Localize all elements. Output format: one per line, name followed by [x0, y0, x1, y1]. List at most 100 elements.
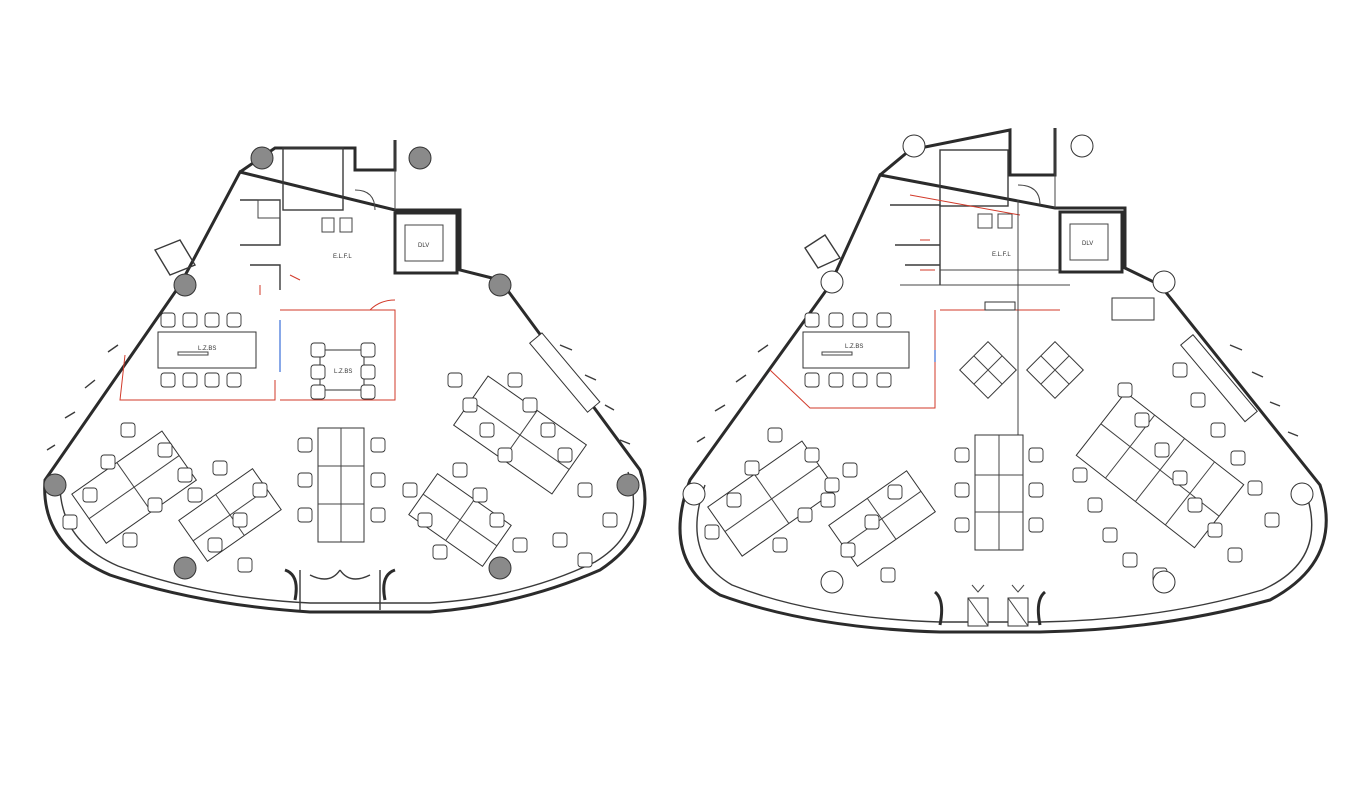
facade-fins-right	[1229, 344, 1299, 437]
chair	[852, 312, 868, 328]
chair	[160, 312, 176, 328]
chair	[864, 514, 880, 530]
table-equipment	[821, 351, 853, 356]
structural-column	[1070, 134, 1094, 158]
chair	[160, 372, 176, 388]
desk-divider	[192, 488, 268, 542]
perimeter-counter	[1180, 334, 1258, 423]
chairs-group	[62, 312, 618, 573]
chair	[100, 454, 116, 470]
chair	[252, 482, 268, 498]
chair	[232, 512, 248, 528]
chair	[744, 460, 760, 476]
chair	[824, 477, 840, 493]
chair	[887, 484, 903, 500]
chair	[360, 384, 376, 400]
chair	[828, 312, 844, 328]
reception-desk	[1111, 297, 1155, 321]
meeting-large-label: L.Z.BS	[198, 346, 216, 352]
restroom-fixture	[997, 213, 1013, 229]
desk-divider	[88, 455, 180, 520]
chair	[842, 462, 858, 478]
chair	[1122, 552, 1138, 568]
structural-column	[43, 473, 67, 497]
chair	[82, 487, 98, 503]
chair	[297, 507, 313, 523]
chair	[577, 482, 593, 498]
structural-column	[1290, 482, 1314, 506]
chair	[497, 447, 513, 463]
chair	[512, 537, 528, 553]
desk-divider	[724, 465, 820, 532]
chair	[1172, 470, 1188, 486]
chair	[310, 342, 326, 358]
chair	[204, 372, 220, 388]
restroom-fixture	[321, 217, 335, 233]
chair	[1028, 482, 1044, 498]
chair	[370, 437, 386, 453]
entrance-unit-detail	[967, 584, 1029, 627]
structural-column	[902, 134, 926, 158]
structural-column	[1152, 570, 1176, 594]
chair	[876, 372, 892, 388]
chair	[472, 487, 488, 503]
core-room	[282, 147, 344, 211]
chair	[432, 544, 448, 560]
chair	[804, 312, 820, 328]
outer-wall-inner-line	[59, 471, 635, 604]
restroom-fixture	[339, 217, 353, 233]
chair	[452, 462, 468, 478]
perimeter-counter	[528, 332, 601, 413]
meeting-table-small	[319, 349, 365, 391]
desk-divider	[422, 493, 498, 547]
desk-divider	[318, 428, 364, 542]
chairs-group	[704, 312, 1280, 583]
chair	[577, 552, 593, 568]
chair	[1264, 512, 1280, 528]
chair	[226, 312, 242, 328]
chair	[360, 342, 376, 358]
chair	[1190, 392, 1206, 408]
chair	[804, 447, 820, 463]
lift-car	[404, 224, 444, 262]
lobby-label: E.L.F.L	[333, 254, 352, 260]
chair	[1154, 442, 1170, 458]
chair	[704, 524, 720, 540]
floor-plan-existing: DLV E.L.F.L L.Z.BS L.Z.BS	[43, 140, 647, 614]
restroom-fixture	[257, 199, 281, 219]
lounge-table-divider	[1040, 355, 1070, 385]
lift-shaft	[1058, 210, 1124, 274]
chair	[880, 567, 896, 583]
chair	[297, 472, 313, 488]
chair	[954, 517, 970, 533]
structural-column	[820, 270, 844, 294]
structural-column	[488, 273, 512, 297]
counter-red	[984, 301, 1016, 311]
chair	[237, 557, 253, 573]
desk-divider	[842, 490, 922, 547]
chair	[147, 497, 163, 513]
chair	[360, 364, 376, 380]
chair	[557, 447, 573, 463]
chair	[1028, 517, 1044, 533]
structural-column	[488, 556, 512, 580]
chair	[297, 437, 313, 453]
chair	[1230, 450, 1246, 466]
chair	[1172, 362, 1188, 378]
structural-column	[616, 473, 640, 497]
structural-column	[173, 273, 197, 297]
chair	[1102, 527, 1118, 543]
facade-fins-left	[696, 344, 769, 443]
columns-group	[43, 146, 640, 580]
partition-red	[259, 274, 396, 311]
facade-fins-left	[46, 344, 119, 451]
chair	[1247, 480, 1263, 496]
chair	[954, 447, 970, 463]
lobby-label: E.L.F.L	[992, 252, 1011, 258]
chair	[62, 514, 78, 530]
chair	[804, 372, 820, 388]
structural-column	[408, 146, 432, 170]
corridor-lines	[900, 200, 1070, 450]
lift-car	[1069, 223, 1109, 261]
